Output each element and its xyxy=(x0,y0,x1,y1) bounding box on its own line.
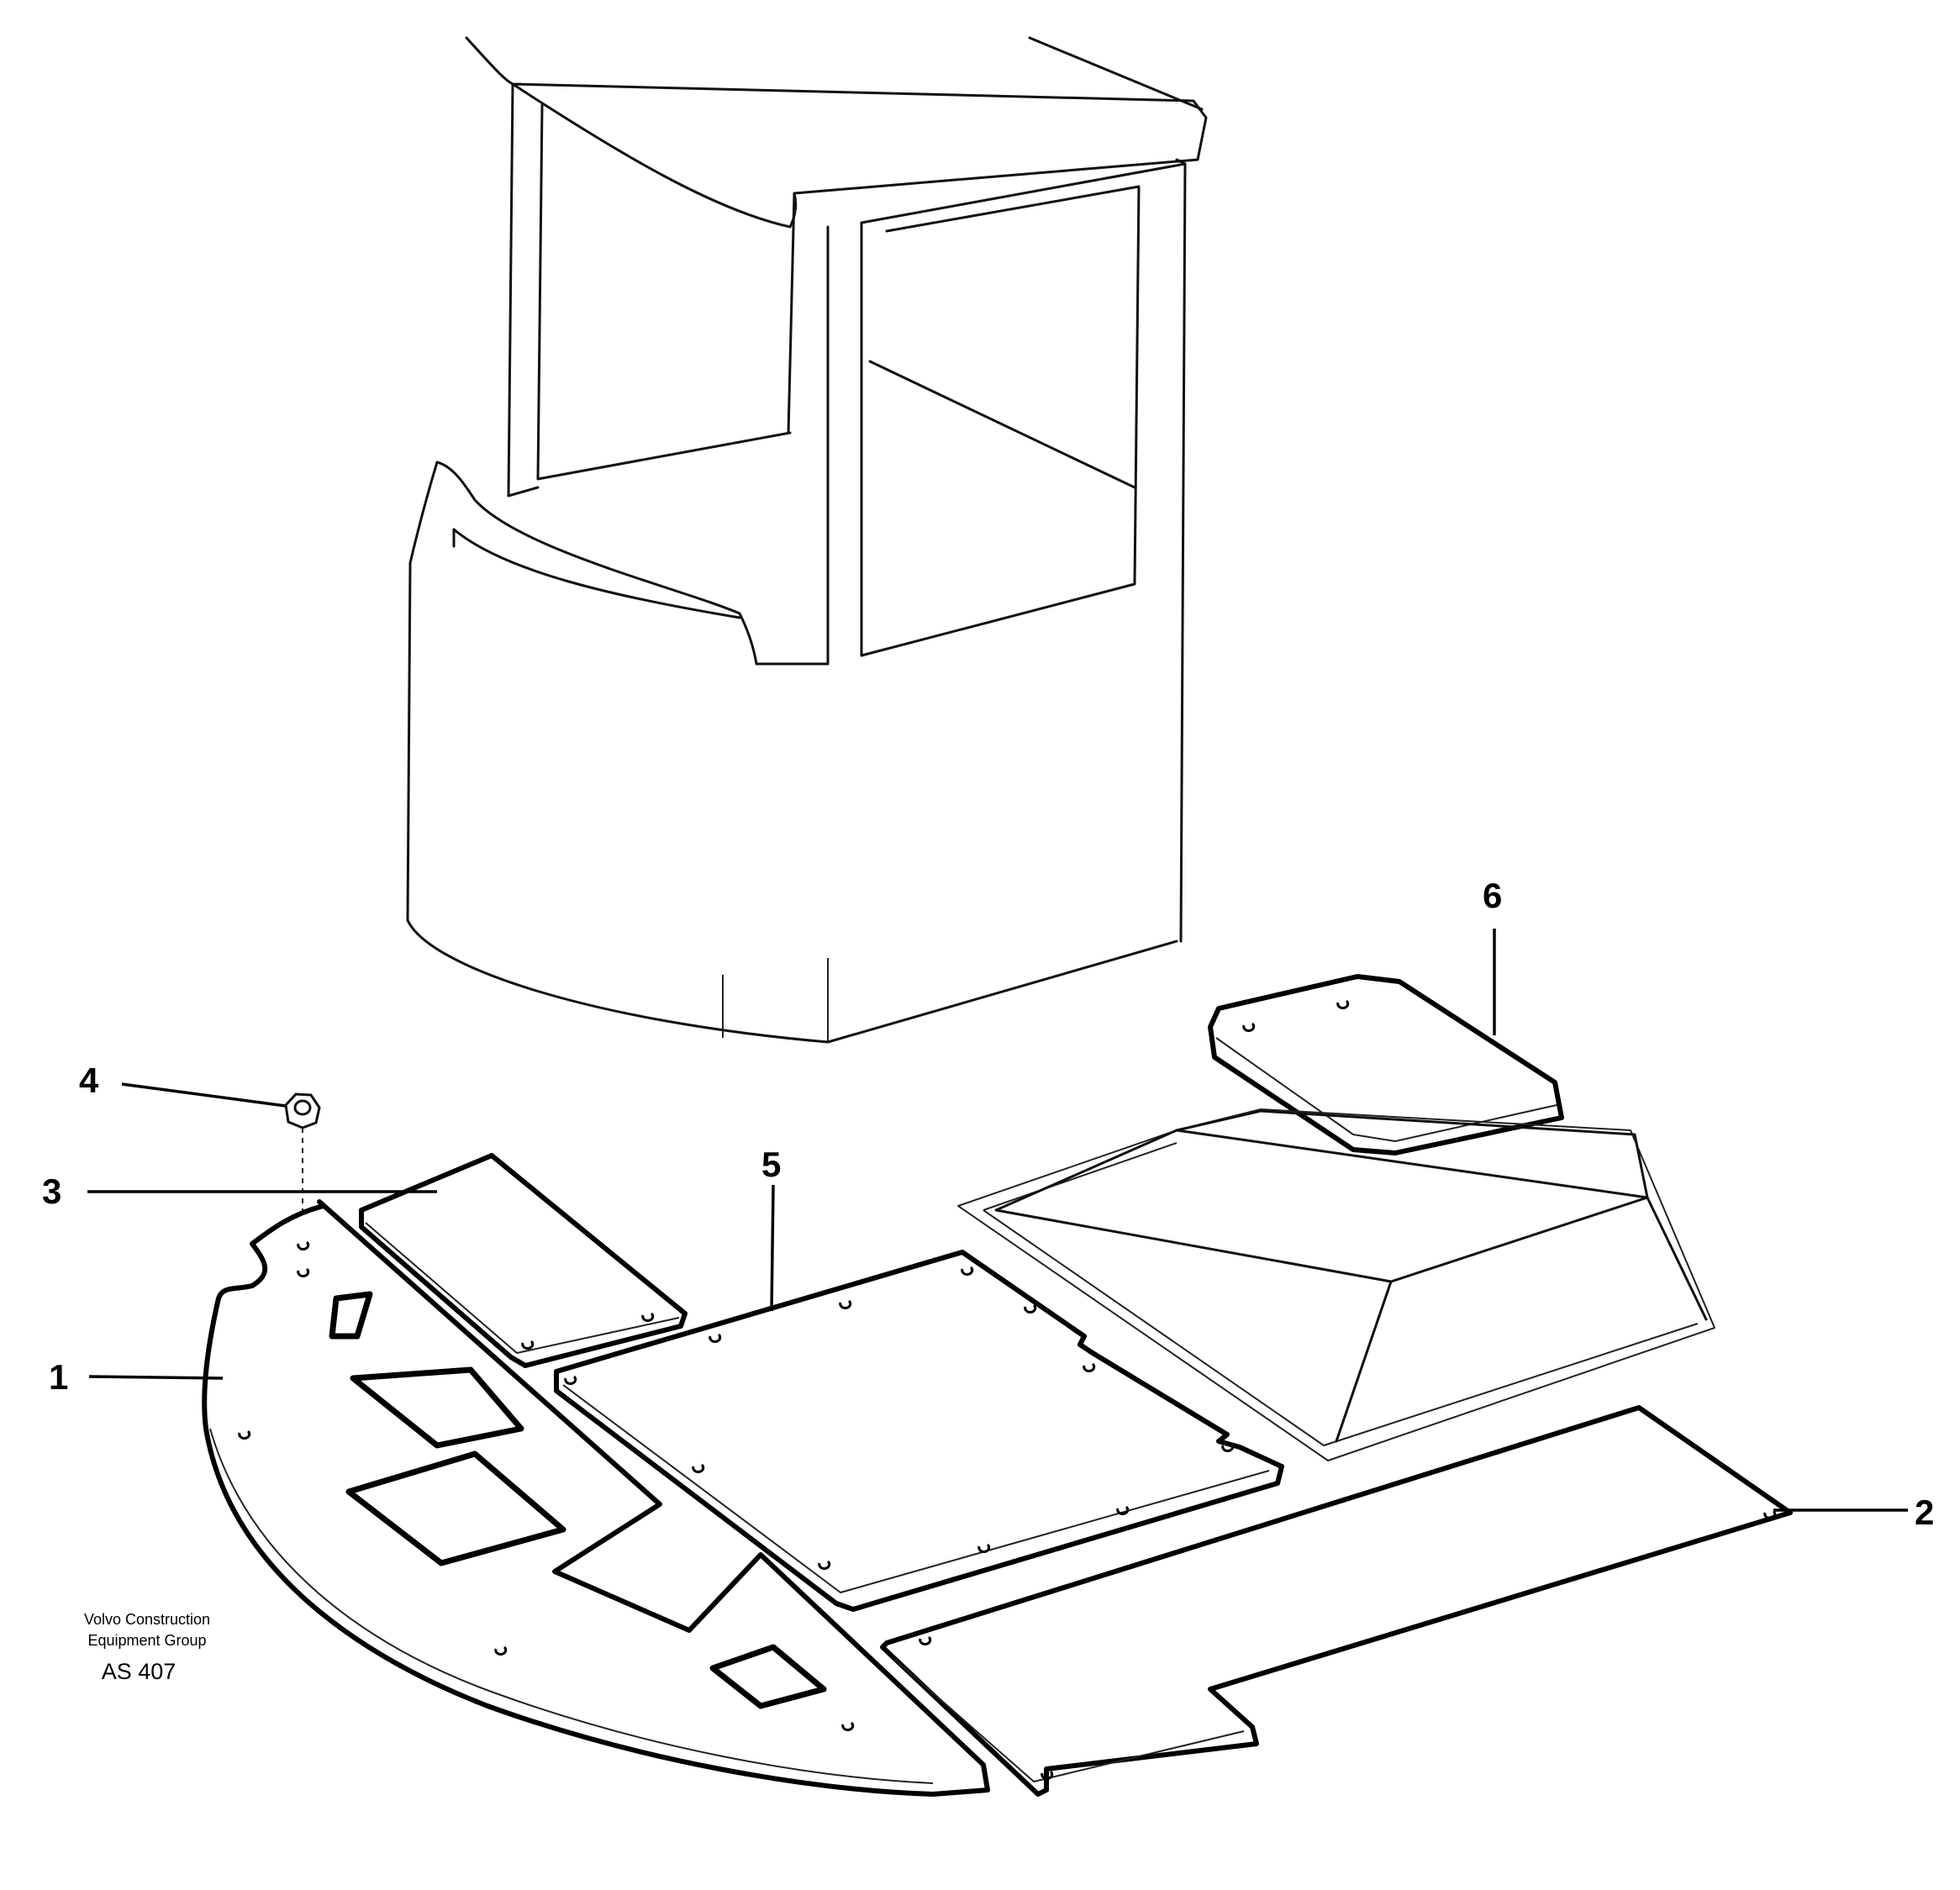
callout-2: 2 xyxy=(1915,1493,1934,1532)
floor-plate-5 xyxy=(554,1250,1284,1612)
operator-cab xyxy=(406,36,1208,1044)
callout-3: 3 xyxy=(42,1171,61,1211)
floor-mat-1 xyxy=(202,1199,990,1797)
callout-6: 6 xyxy=(1483,876,1502,915)
nut-4 xyxy=(284,1092,321,1250)
callout-4: 4 xyxy=(79,1061,99,1100)
floor-strip-2 xyxy=(880,1405,1793,1797)
callout-5: 5 xyxy=(761,1145,781,1184)
credit-line-1: Volvo Construction xyxy=(84,1611,210,1628)
floor-plate-3 xyxy=(359,1153,688,1368)
engine-housing xyxy=(957,1108,1715,1461)
cover-plate-6 xyxy=(1208,974,1564,1156)
callout-1: 1 xyxy=(49,1357,68,1397)
leader-lines xyxy=(87,929,1908,1512)
credit-line-2: Equipment Group xyxy=(87,1632,206,1649)
drawing-code: AS 407 xyxy=(102,1659,177,1684)
